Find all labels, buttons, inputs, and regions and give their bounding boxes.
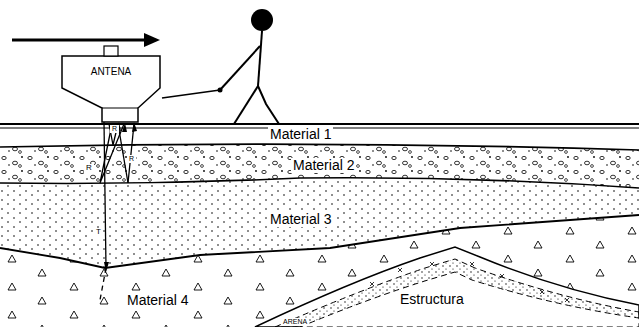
structure-label: Estructura [398,292,466,307]
antenna-neck-line [102,108,138,109]
ray-arrowheads [104,122,137,272]
layer-label: Material 4 [125,293,190,308]
ray-label: R [110,125,119,133]
antenna-handle [104,46,118,56]
structure-body [255,247,639,327]
layer-label: Material 3 [268,212,333,227]
structure-sand-band [275,259,639,327]
ray-label: R [127,155,136,163]
boundary-1-2 [0,144,639,150]
radar-rays [100,122,134,300]
material-4-layer [0,215,639,327]
ray-label: R [84,164,94,173]
ray-label: T [94,228,103,237]
person-hand [218,88,223,93]
motion-arrowhead [144,33,160,47]
antenna-outline [60,44,162,124]
antenna-unit: ANTENA [60,44,162,124]
person-body [162,31,279,124]
layer-label: Material 1 [268,127,333,142]
person-head [251,9,273,31]
sand-label: ARENA [281,318,309,326]
layer-label: Material 2 [291,158,356,173]
motion-arrow [12,39,146,42]
structure-inner [300,272,639,327]
ground-surface [0,123,639,125]
antenna-label: ANTENA [60,66,162,77]
antenna-body [62,56,160,122]
boundary-2-3 [0,178,639,188]
